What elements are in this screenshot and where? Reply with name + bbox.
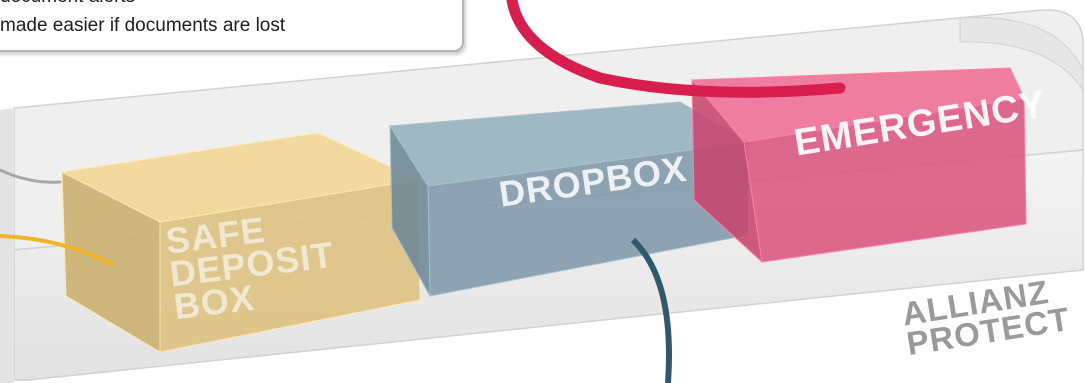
safe-deposit-connector	[0, 234, 114, 266]
emergency-connector	[506, 0, 846, 98]
info-callout: document alerts made easier if documents…	[0, 0, 464, 52]
safe-deposit-box	[60, 132, 421, 353]
info-connector	[0, 168, 62, 184]
dropbox-connector	[630, 237, 672, 383]
callout-line-alerts: document alerts	[0, 0, 135, 8]
dropbox-box	[389, 101, 750, 297]
safe-deposit-box-label: SAFE DEPOSIT BOX	[164, 205, 340, 328]
callout-line-lost-documents: made easier if documents are lost	[0, 15, 286, 36]
